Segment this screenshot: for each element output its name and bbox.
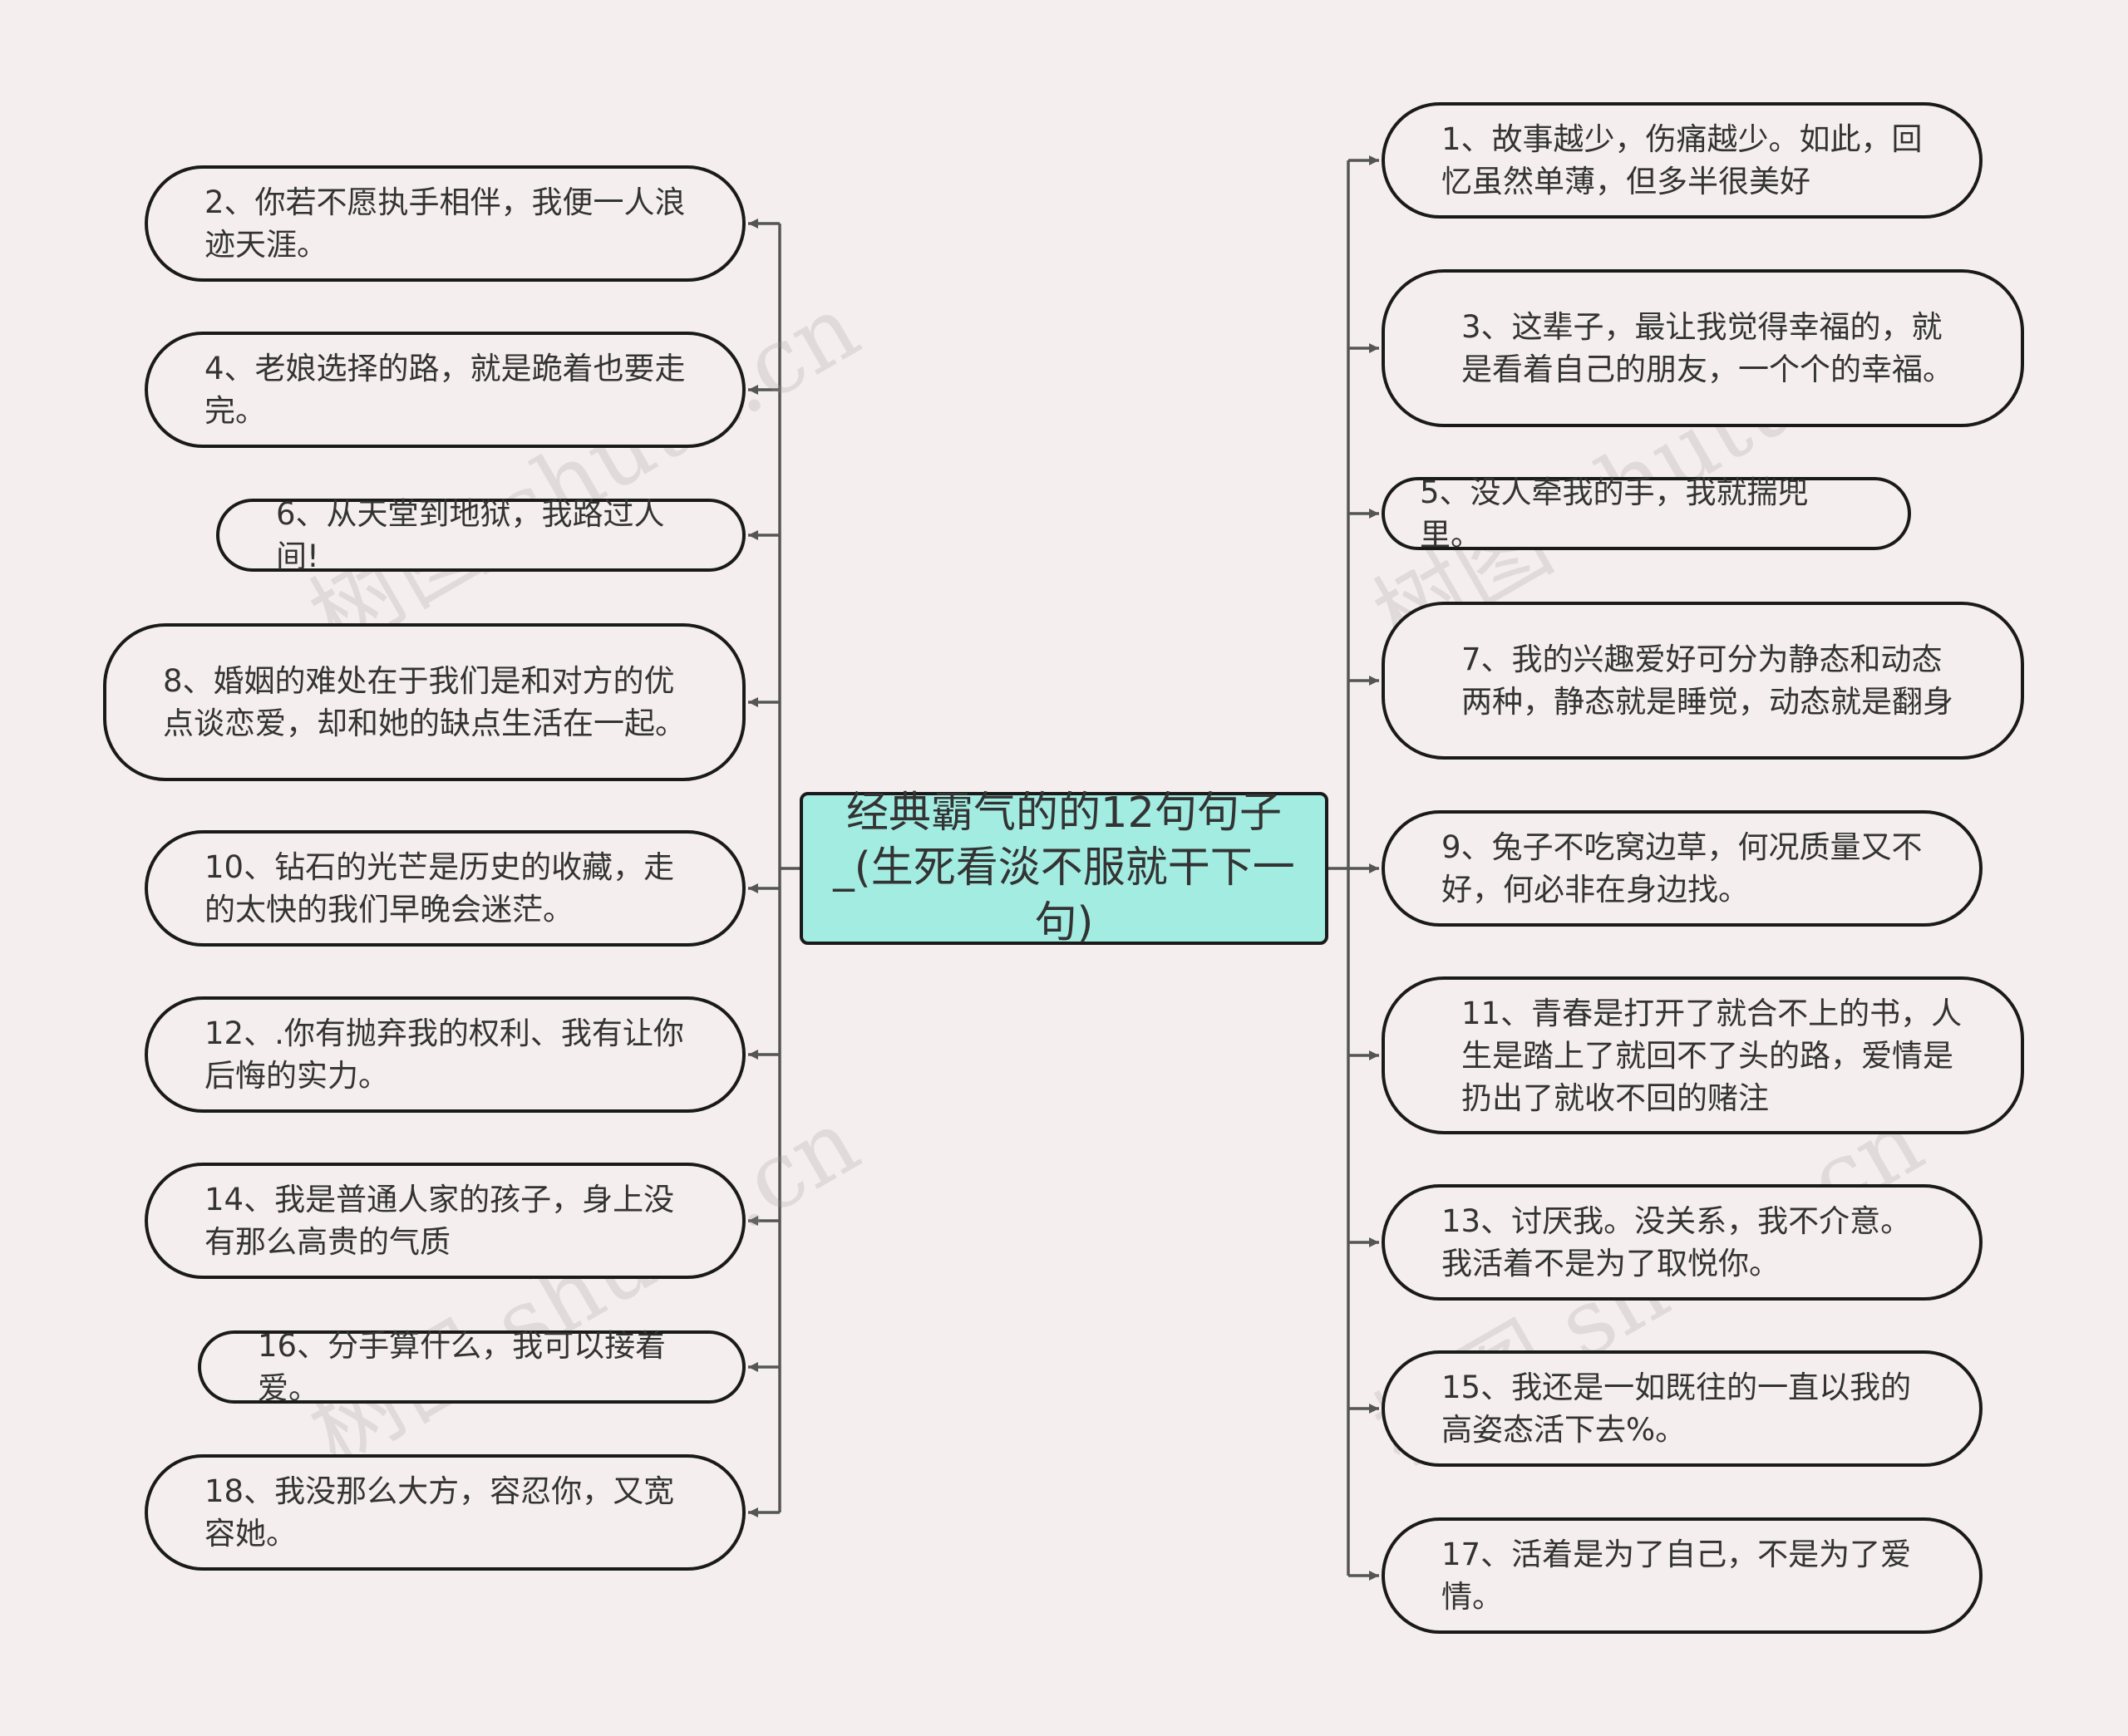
left-node-4[interactable]: 4、老娘选择的路，就是跪着也要走完。	[145, 332, 746, 448]
node-label: 11、青春是打开了就合不上的书，人生是踏上了就回不了头的路，爱情是扔出了就收不回…	[1461, 995, 1963, 1116]
node-label: 5、没人牵我的手，我就揣兜里。	[1420, 475, 1809, 553]
node-label: 6、从天堂到地狱，我路过人间!	[276, 496, 665, 574]
right-node-9[interactable]: 9、兔子不吃窝边草，何况质量又不好，何必非在身边找。	[1382, 810, 1983, 927]
node-label: 13、讨厌我。没关系，我不介意。我活着不是为了取悦你。	[1441, 1203, 1912, 1281]
left-node-16[interactable]: 16、分手算什么，我可以接着爱。	[198, 1328, 746, 1406]
node-label: 2、你若不愿执手相伴，我便一人浪迹天涯。	[204, 184, 686, 263]
right-node-17[interactable]: 17、活着是为了自己，不是为了爱情。	[1382, 1517, 1983, 1634]
right-node-3[interactable]: 3、这辈子，最让我觉得幸福的，就是看着自己的朋友，一个个的幸福。	[1382, 269, 2024, 427]
right-node-11[interactable]: 11、青春是打开了就合不上的书，人生是踏上了就回不了头的路，爱情是扔出了就收不回…	[1382, 976, 2024, 1134]
right-node-1[interactable]: 1、故事越少，伤痛越少。如此，回忆虽然单薄，但多半很美好	[1382, 102, 1983, 219]
node-label: 1、故事越少，伤痛越少。如此，回忆虽然单薄，但多半很美好	[1441, 121, 1923, 199]
right-node-7[interactable]: 7、我的兴趣爱好可分为静态和动态两种，静态就是睡觉，动态就是翻身	[1382, 602, 2024, 760]
central-topic[interactable]: 经典霸气的的12句句子_(生死看淡不服就干下一句)	[800, 789, 1328, 947]
node-label: 14、我是普通人家的孩子，身上没有那么高贵的气质	[204, 1182, 675, 1260]
node-label: 17、活着是为了自己，不是为了爱情。	[1441, 1537, 1912, 1615]
node-label: 12、.你有抛弃我的权利、我有让你后悔的实力。	[204, 1016, 684, 1094]
node-label: 8、婚姻的难处在于我们是和对方的优点谈恋爱，却和她的缺点生活在一起。	[163, 663, 686, 741]
node-label: 3、这辈子，最让我觉得幸福的，就是看着自己的朋友，一个个的幸福。	[1461, 309, 1953, 387]
left-node-8[interactable]: 8、婚姻的难处在于我们是和对方的优点谈恋爱，却和她的缺点生活在一起。	[103, 623, 746, 781]
central-topic-label: 经典霸气的的12句句子_(生死看淡不服就干下一句)	[833, 789, 1295, 947]
left-node-12[interactable]: 12、.你有抛弃我的权利、我有让你后悔的实力。	[145, 996, 746, 1113]
node-label: 18、我没那么大方，容忍你，又宽容她。	[204, 1473, 675, 1552]
left-node-18[interactable]: 18、我没那么大方，容忍你，又宽容她。	[145, 1454, 746, 1571]
node-label: 4、老娘选择的路，就是跪着也要走完。	[204, 351, 686, 429]
left-node-10[interactable]: 10、钻石的光芒是历史的收藏，走的太快的我们早晚会迷茫。	[145, 830, 746, 947]
node-label: 16、分手算什么，我可以接着爱。	[258, 1328, 667, 1406]
node-label: 15、我还是一如既往的一直以我的高姿态活下去%。	[1441, 1370, 1912, 1448]
node-label: 9、兔子不吃窝边草，何况质量又不好，何必非在身边找。	[1441, 829, 1923, 907]
right-node-13[interactable]: 13、讨厌我。没关系，我不介意。我活着不是为了取悦你。	[1382, 1184, 1983, 1301]
left-node-6[interactable]: 6、从天堂到地狱，我路过人间!	[216, 496, 746, 574]
left-node-14[interactable]: 14、我是普通人家的孩子，身上没有那么高贵的气质	[145, 1163, 746, 1279]
left-node-2[interactable]: 2、你若不愿执手相伴，我便一人浪迹天涯。	[145, 165, 746, 282]
node-label: 10、钻石的光芒是历史的收藏，走的太快的我们早晚会迷茫。	[204, 849, 675, 927]
right-node-15[interactable]: 15、我还是一如既往的一直以我的高姿态活下去%。	[1382, 1350, 1983, 1467]
node-label: 7、我的兴趣爱好可分为静态和动态两种，静态就是睡觉，动态就是翻身	[1461, 642, 1953, 720]
right-node-5[interactable]: 5、没人牵我的手，我就揣兜里。	[1382, 475, 1911, 553]
